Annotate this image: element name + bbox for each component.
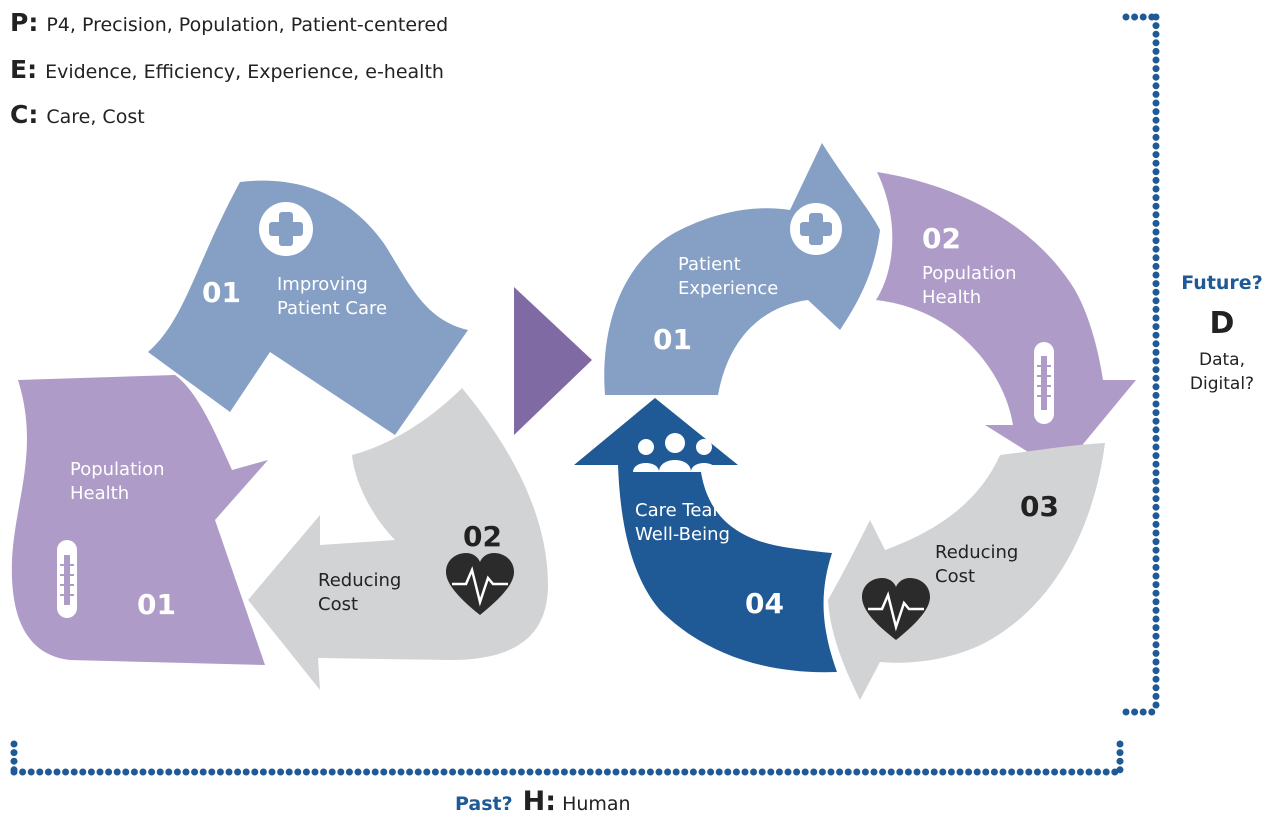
left-cost-line2: Cost bbox=[318, 594, 358, 615]
right-cost-line1: Reducing bbox=[935, 542, 1018, 563]
right-experience-line2: Experience bbox=[678, 278, 778, 299]
right-experience-number: 01 bbox=[653, 323, 692, 356]
left-population-arrow bbox=[11, 375, 269, 665]
left-care-plus-icon bbox=[259, 202, 313, 256]
future-letter: D bbox=[1209, 306, 1235, 341]
right-population-arrow bbox=[876, 172, 1136, 472]
left-cost-arrow bbox=[248, 388, 548, 690]
right-population-line1: Population bbox=[922, 263, 1017, 284]
legend-e: E: Evidence, Efficiency, Experience, e-he… bbox=[10, 55, 444, 84]
future-description: Data, Digital? bbox=[1168, 348, 1276, 396]
future-line1: Data, bbox=[1199, 350, 1245, 370]
legend-p-key: P: bbox=[10, 8, 39, 37]
legend-c: C: Care, Cost bbox=[10, 100, 145, 129]
left-care-line1: Improving bbox=[277, 274, 368, 295]
right-cost-number: 03 bbox=[1020, 490, 1059, 523]
past-label: Past? bbox=[455, 793, 513, 815]
left-population-number: 01 bbox=[137, 588, 176, 621]
right-population-number: 02 bbox=[922, 222, 961, 255]
right-population-line2: Health bbox=[922, 287, 981, 308]
left-population-line1: Population bbox=[70, 459, 165, 480]
future-label: Future? bbox=[1181, 272, 1263, 294]
right-team-line1: Care Team bbox=[635, 500, 730, 521]
right-thermometer-icon bbox=[1034, 342, 1054, 424]
left-heart-pulse-icon bbox=[446, 553, 514, 615]
right-team-number: 04 bbox=[745, 587, 784, 620]
right-heart-pulse-icon bbox=[862, 578, 930, 640]
left-care-line2: Patient Care bbox=[277, 298, 387, 319]
team-icon bbox=[633, 433, 717, 472]
left-population-line2: Health bbox=[70, 483, 129, 504]
left-care-arrow bbox=[148, 180, 468, 435]
legend-c-text: Care, Cost bbox=[46, 106, 145, 128]
legend-e-key: E: bbox=[10, 55, 38, 84]
left-care-number: 01 bbox=[202, 276, 241, 309]
future-line2: Digital? bbox=[1189, 374, 1255, 394]
legend-p: P: P4, Precision, Population, Patient-cen… bbox=[10, 8, 448, 37]
past-letter: H: bbox=[522, 786, 557, 817]
right-experience-plus-icon bbox=[790, 203, 842, 255]
right-experience-line1: Patient bbox=[678, 254, 741, 275]
transition-arrow bbox=[514, 287, 592, 435]
left-thermometer-icon bbox=[57, 540, 77, 618]
left-cost-number: 02 bbox=[463, 520, 502, 553]
right-experience-arrow bbox=[604, 143, 880, 395]
legend-e-text: Evidence, Efficiency, Experience, e-heal… bbox=[45, 61, 444, 83]
left-cost-line1: Reducing bbox=[318, 570, 401, 591]
right-cost-line2: Cost bbox=[935, 566, 975, 587]
legend-c-key: C: bbox=[10, 100, 39, 129]
right-team-line2: Well-Being bbox=[635, 524, 730, 545]
past-caption: Past? H:Human bbox=[455, 786, 631, 817]
legend-p-text: P4, Precision, Population, Patient-cente… bbox=[46, 14, 449, 36]
past-text: Human bbox=[562, 793, 631, 815]
